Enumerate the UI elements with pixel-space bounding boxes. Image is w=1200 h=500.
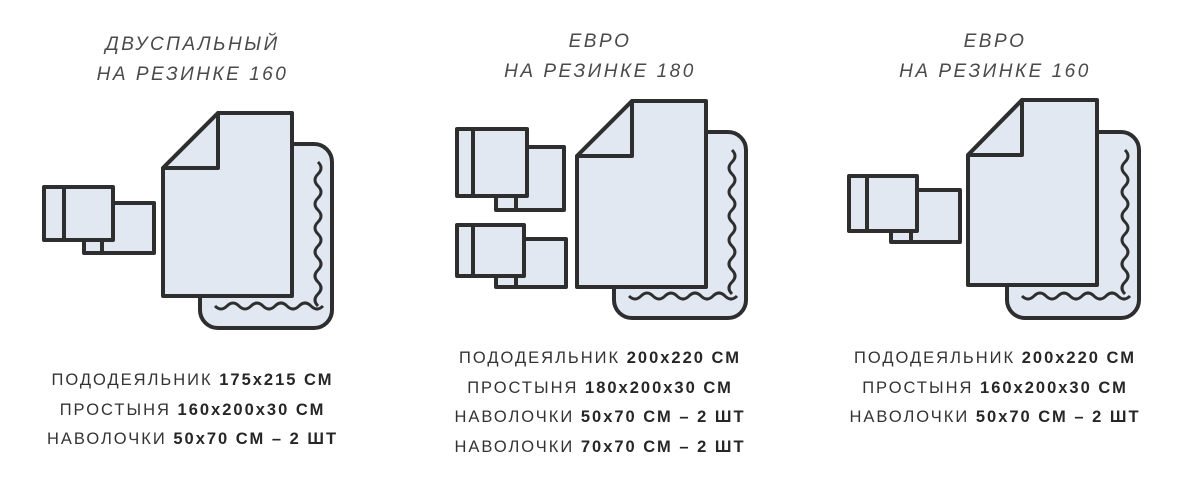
- set-title-line1: ДВУСПАЛЬНЫЙ: [105, 34, 280, 55]
- set-title: ЕВРО НА РЕЗИНКЕ 180: [410, 27, 790, 87]
- spec-value: 50х70 СМ – 2 ШТ: [975, 408, 1141, 426]
- duvet-cover-icon: [161, 111, 294, 298]
- spec-label: НАВОЛОЧКИ: [46, 430, 167, 448]
- spec-list: ПОДОДЕЯЛЬНИК 175х215 СМ ПРОСТЫНЯ 160х200…: [0, 366, 385, 455]
- bedding-set-illustration: [42, 111, 334, 330]
- bedding-set-illustration: [455, 99, 748, 320]
- spec-value: 200х220 СМ: [1021, 349, 1136, 367]
- spec-duvet-cover: ПОДОДЕЯЛЬНИК 200х220 СМ: [410, 344, 790, 374]
- pillowcase-pair-icon: [42, 185, 156, 255]
- spec-pillowcases: НАВОЛОЧКИ 70х70 СМ – 2 ШТ: [410, 433, 790, 463]
- spec-sheet: ПРОСТЫНЯ 160х200х30 СМ: [0, 396, 385, 426]
- spec-duvet-cover: ПОДОДЕЯЛЬНИК 200х220 СМ: [805, 344, 1185, 374]
- set-title-line2: НА РЕЗИНКЕ 160: [96, 64, 289, 85]
- set-title-line1: ЕВРО: [568, 31, 632, 52]
- spec-label: ПОДОДЕЯЛЬНИК: [854, 349, 1016, 367]
- spec-duvet-cover: ПОДОДЕЯЛЬНИК 175х215 СМ: [0, 366, 385, 396]
- set-title: ЕВРО НА РЕЗИНКЕ 160: [805, 27, 1185, 87]
- set-card-euro-180: ЕВРО НА РЕЗИНКЕ 180: [410, 0, 790, 500]
- spec-pillowcases: НАВОЛОЧКИ 50х70 СМ – 2 ШТ: [805, 403, 1185, 433]
- spec-label: ПОДОДЕЯЛЬНИК: [51, 371, 213, 389]
- spec-sheet: ПРОСТЫНЯ 180х200х30 СМ: [410, 374, 790, 404]
- spec-list: ПОДОДЕЯЛЬНИК 200х220 СМ ПРОСТЫНЯ 160х200…: [805, 344, 1185, 433]
- duvet-cover-icon: [966, 98, 1099, 287]
- pillowcase-pair-icon: [455, 223, 568, 289]
- pillowcase-pair-icon: [847, 174, 962, 244]
- bedding-set-illustration: [847, 98, 1141, 320]
- set-title-line1: ЕВРО: [963, 31, 1027, 52]
- set-card-double-160: ДВУСПАЛЬНЫЙ НА РЕЗИНКЕ 160 ПОДОДЕЯЛЬНИК …: [0, 0, 385, 500]
- set-title-line2: НА РЕЗИНКЕ 160: [899, 61, 1091, 82]
- spec-pillowcases: НАВОЛОЧКИ 50х70 СМ – 2 ШТ: [0, 425, 385, 455]
- spec-sheet: ПРОСТЫНЯ 160х200х30 СМ: [805, 374, 1185, 404]
- spec-value: 175х215 СМ: [219, 371, 334, 389]
- spec-value: 200х220 СМ: [626, 349, 741, 367]
- spec-list: ПОДОДЕЯЛЬНИК 200х220 СМ ПРОСТЫНЯ 180х200…: [410, 344, 790, 462]
- spec-label: ПРОСТЫНЯ: [862, 378, 974, 397]
- spec-label: НАВОЛОЧКИ: [454, 408, 575, 426]
- spec-value: 160х200х30 СМ: [177, 400, 326, 419]
- spec-value: 50х70 СМ – 2 ШТ: [173, 430, 339, 448]
- pillowcase-pair-icon: [455, 127, 566, 212]
- spec-label: НАВОЛОЧКИ: [849, 408, 970, 426]
- set-title-line2: НА РЕЗИНКЕ 180: [504, 61, 696, 82]
- set-card-euro-160: ЕВРО НА РЕЗИНКЕ 160 ПОДОДЕЯЛЬНИК 200х220…: [805, 0, 1185, 500]
- spec-value: 70х70 СМ – 2 ШТ: [580, 437, 746, 456]
- spec-value: 160х200х30 СМ: [980, 378, 1128, 397]
- spec-label: ПРОСТЫНЯ: [467, 378, 579, 397]
- spec-value: 50х70 СМ – 2 ШТ: [580, 408, 746, 426]
- spec-value: 180х200х30 СМ: [585, 378, 733, 397]
- spec-label: НАВОЛОЧКИ: [454, 437, 575, 456]
- spec-label: ПОДОДЕЯЛЬНИК: [459, 349, 621, 367]
- spec-label: ПРОСТЫНЯ: [59, 400, 171, 419]
- set-title: ДВУСПАЛЬНЫЙ НА РЕЗИНКЕ 160: [0, 30, 385, 90]
- duvet-cover-icon: [575, 99, 708, 289]
- spec-pillowcases: НАВОЛОЧКИ 50х70 СМ – 2 ШТ: [410, 403, 790, 433]
